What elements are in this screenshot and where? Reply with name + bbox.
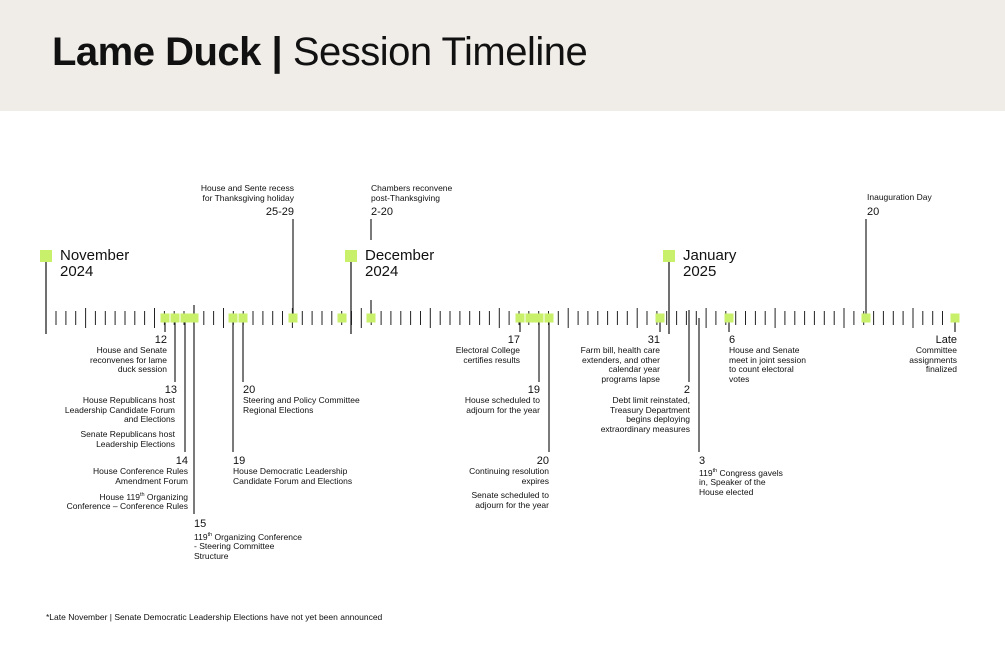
month-january-year: 2025: [683, 263, 717, 280]
event-nov20-date: 20: [243, 384, 256, 396]
event-marker: [655, 313, 665, 323]
event-marker: [288, 313, 298, 323]
event-marker: [950, 313, 960, 323]
footnote: *Late November | Senate Democratic Leade…: [46, 612, 383, 622]
event-jan3-date: 3: [699, 455, 706, 467]
event-nov13-date: 13: [164, 384, 177, 396]
event-nov15-date: 15: [194, 518, 207, 530]
event-chambers-reconvene-date: 2-20: [371, 206, 394, 218]
month-marker-square: [663, 250, 675, 262]
event-marker: [366, 313, 376, 323]
event-thanksgiving-recess-date: 25-29: [265, 206, 294, 218]
event-jan2-text: Debt limit reinstated,Treasury Departmen…: [600, 395, 690, 434]
event-inauguration-text: Inauguration Day: [867, 192, 932, 202]
event-dec31-date: 31: [647, 334, 660, 346]
event-jan6-date: 6: [729, 334, 736, 346]
page-title: Lame Duck | Session Timeline: [52, 28, 588, 76]
event-marker: [189, 313, 199, 323]
event-marker: [861, 313, 871, 323]
event-late-date: Late: [935, 334, 957, 346]
month-marker-square: [345, 250, 357, 262]
title-light: Session Timeline: [282, 30, 588, 74]
event-marker: [228, 313, 238, 323]
event-marker: [544, 313, 554, 323]
event-inauguration-date: 20: [867, 206, 880, 218]
event-marker: [534, 313, 544, 323]
event-nov15-text: 119th Organizing Conference- Steering Co…: [194, 531, 302, 562]
event-marker: [170, 313, 180, 323]
event-marker: [337, 313, 347, 323]
event-nov19-date: 19: [233, 455, 246, 467]
month-december-name: December: [365, 247, 435, 264]
month-marker-square: [40, 250, 52, 262]
event-dec17-date: 17: [507, 334, 520, 346]
month-january-name: January: [683, 247, 737, 264]
event-nov12-date: 12: [154, 334, 167, 346]
month-november-name: November: [60, 247, 130, 264]
event-marker: [525, 313, 535, 323]
event-marker: [724, 313, 734, 323]
event-marker: [515, 313, 525, 323]
event-marker: [180, 313, 190, 323]
month-november-year: 2024: [60, 263, 94, 280]
event-nov14-date: 14: [175, 455, 188, 467]
event-dec19-date: 19: [527, 384, 540, 396]
header-band: Lame Duck | Session Timeline: [0, 0, 1005, 111]
title-bold: Lame Duck |: [52, 30, 283, 74]
event-dec20-date: 20: [536, 455, 549, 467]
event-jan2-date: 2: [683, 384, 690, 396]
event-marker: [238, 313, 248, 323]
month-december-year: 2024: [365, 263, 399, 280]
event-marker: [160, 313, 170, 323]
